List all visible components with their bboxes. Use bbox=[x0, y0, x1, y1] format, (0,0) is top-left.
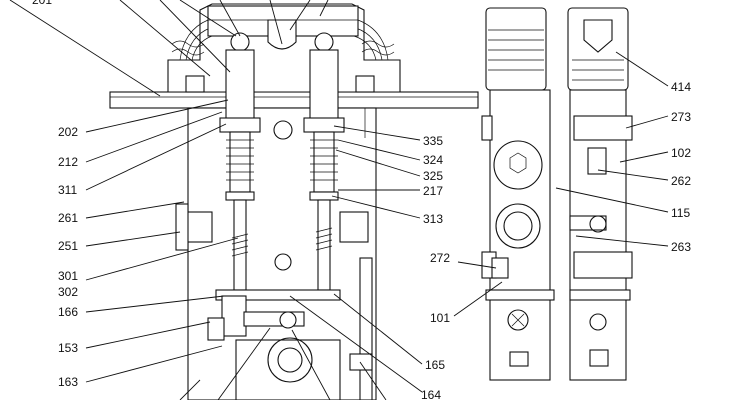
label-153: 153 bbox=[58, 341, 78, 355]
label-102: 102 bbox=[671, 146, 691, 160]
label-324: 324 bbox=[423, 153, 443, 167]
left-plunger bbox=[219, 49, 261, 291]
right-rail bbox=[359, 257, 373, 400]
label-164: 164 bbox=[421, 388, 441, 400]
label-325: 325 bbox=[423, 169, 443, 183]
bellows bbox=[171, 19, 395, 61]
label-335: 335 bbox=[423, 134, 443, 148]
label-414: 414 bbox=[671, 80, 691, 94]
left-bolt-head bbox=[185, 75, 205, 93]
upper-bore bbox=[273, 120, 293, 140]
front-top-cap bbox=[485, 7, 547, 91]
label-166: 166 bbox=[58, 305, 78, 319]
label-115: 115 bbox=[671, 206, 690, 220]
mounting-flange bbox=[109, 91, 479, 109]
side-upper-lug bbox=[573, 115, 633, 141]
lower-plate bbox=[215, 289, 341, 301]
label-311: 311 bbox=[58, 183, 77, 197]
lower-ball bbox=[279, 311, 297, 329]
lower-right-fitting bbox=[349, 353, 373, 371]
left-port bbox=[185, 211, 213, 243]
label-272: 272 bbox=[430, 251, 450, 265]
label-273: 273 bbox=[671, 110, 691, 124]
front-bottom-bolt bbox=[507, 309, 529, 331]
label-262: 262 bbox=[671, 174, 691, 188]
right-bolt-head bbox=[355, 75, 375, 93]
label-261: 261 bbox=[58, 211, 78, 225]
side-lower-lug bbox=[573, 251, 633, 279]
lower-housing bbox=[235, 339, 341, 400]
label-263: 263 bbox=[671, 240, 691, 254]
front-view bbox=[481, 7, 555, 381]
label-212: 212 bbox=[58, 155, 78, 169]
label-301: 301 bbox=[58, 269, 78, 283]
part-labels: 201 202 212 311 261 251 301 302 166 153 … bbox=[32, 0, 691, 400]
label-313: 313 bbox=[423, 212, 443, 226]
right-plunger bbox=[303, 49, 345, 291]
side-view bbox=[567, 7, 633, 381]
sectional-view bbox=[109, 3, 479, 400]
label-165: 165 bbox=[425, 358, 445, 372]
label-251: 251 bbox=[58, 239, 78, 253]
label-302: 302 bbox=[58, 285, 78, 299]
front-left-lug bbox=[481, 115, 493, 141]
side-bottom-bolt bbox=[589, 313, 607, 331]
label-217: 217 bbox=[423, 184, 443, 198]
right-port bbox=[339, 211, 369, 243]
front-body bbox=[489, 89, 551, 381]
side-sensor bbox=[587, 147, 607, 175]
label-101: 101 bbox=[430, 311, 450, 325]
lower-left-block bbox=[221, 295, 247, 337]
left-port-plug bbox=[175, 203, 189, 251]
center-cam bbox=[267, 19, 297, 50]
label-202: 202 bbox=[58, 125, 78, 139]
label-201: 201 bbox=[32, 0, 52, 7]
leader-lines bbox=[9, 0, 669, 400]
label-163: 163 bbox=[58, 375, 78, 389]
right-ball bbox=[314, 32, 334, 52]
front-upper-port bbox=[493, 140, 543, 190]
lower-port bbox=[267, 337, 313, 383]
front-lower-port bbox=[495, 203, 541, 249]
middle-bore bbox=[274, 253, 292, 271]
lower-left-plug bbox=[207, 317, 225, 341]
